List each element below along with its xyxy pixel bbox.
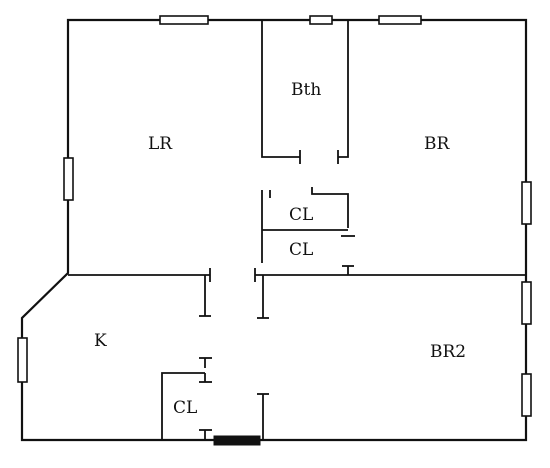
room-label-lr: LR [148,134,173,154]
room-label-br2: BR2 [430,342,466,362]
room-label-kitchen: K [94,331,107,351]
window-right-br2-top [521,281,532,325]
room-labels: LR Bth BR CL CL K BR2 CL [94,80,466,418]
windows [17,15,532,446]
window-right-br [521,181,532,225]
kitchen-closet-wall [161,372,205,440]
window-left-lr [63,157,74,201]
interior-walls [68,20,526,440]
window-top-right [378,15,422,25]
entry-door [213,435,261,446]
room-label-cl-lower: CL [289,240,313,260]
window-top-middle [309,15,333,25]
exterior-walls [20,18,528,442]
room-label-br: BR [424,134,450,154]
room-label-bth: Bth [291,80,321,100]
window-right-br2-bottom [521,373,532,417]
bathroom-wall-left [261,20,300,158]
window-top-left [159,15,209,25]
room-label-cl-upper: CL [289,205,313,225]
room-label-cl-kitchen: CL [173,398,197,418]
bathroom-wall-right [338,20,349,158]
closet-upper-box [311,187,349,228]
window-left-kitchen [17,337,28,383]
